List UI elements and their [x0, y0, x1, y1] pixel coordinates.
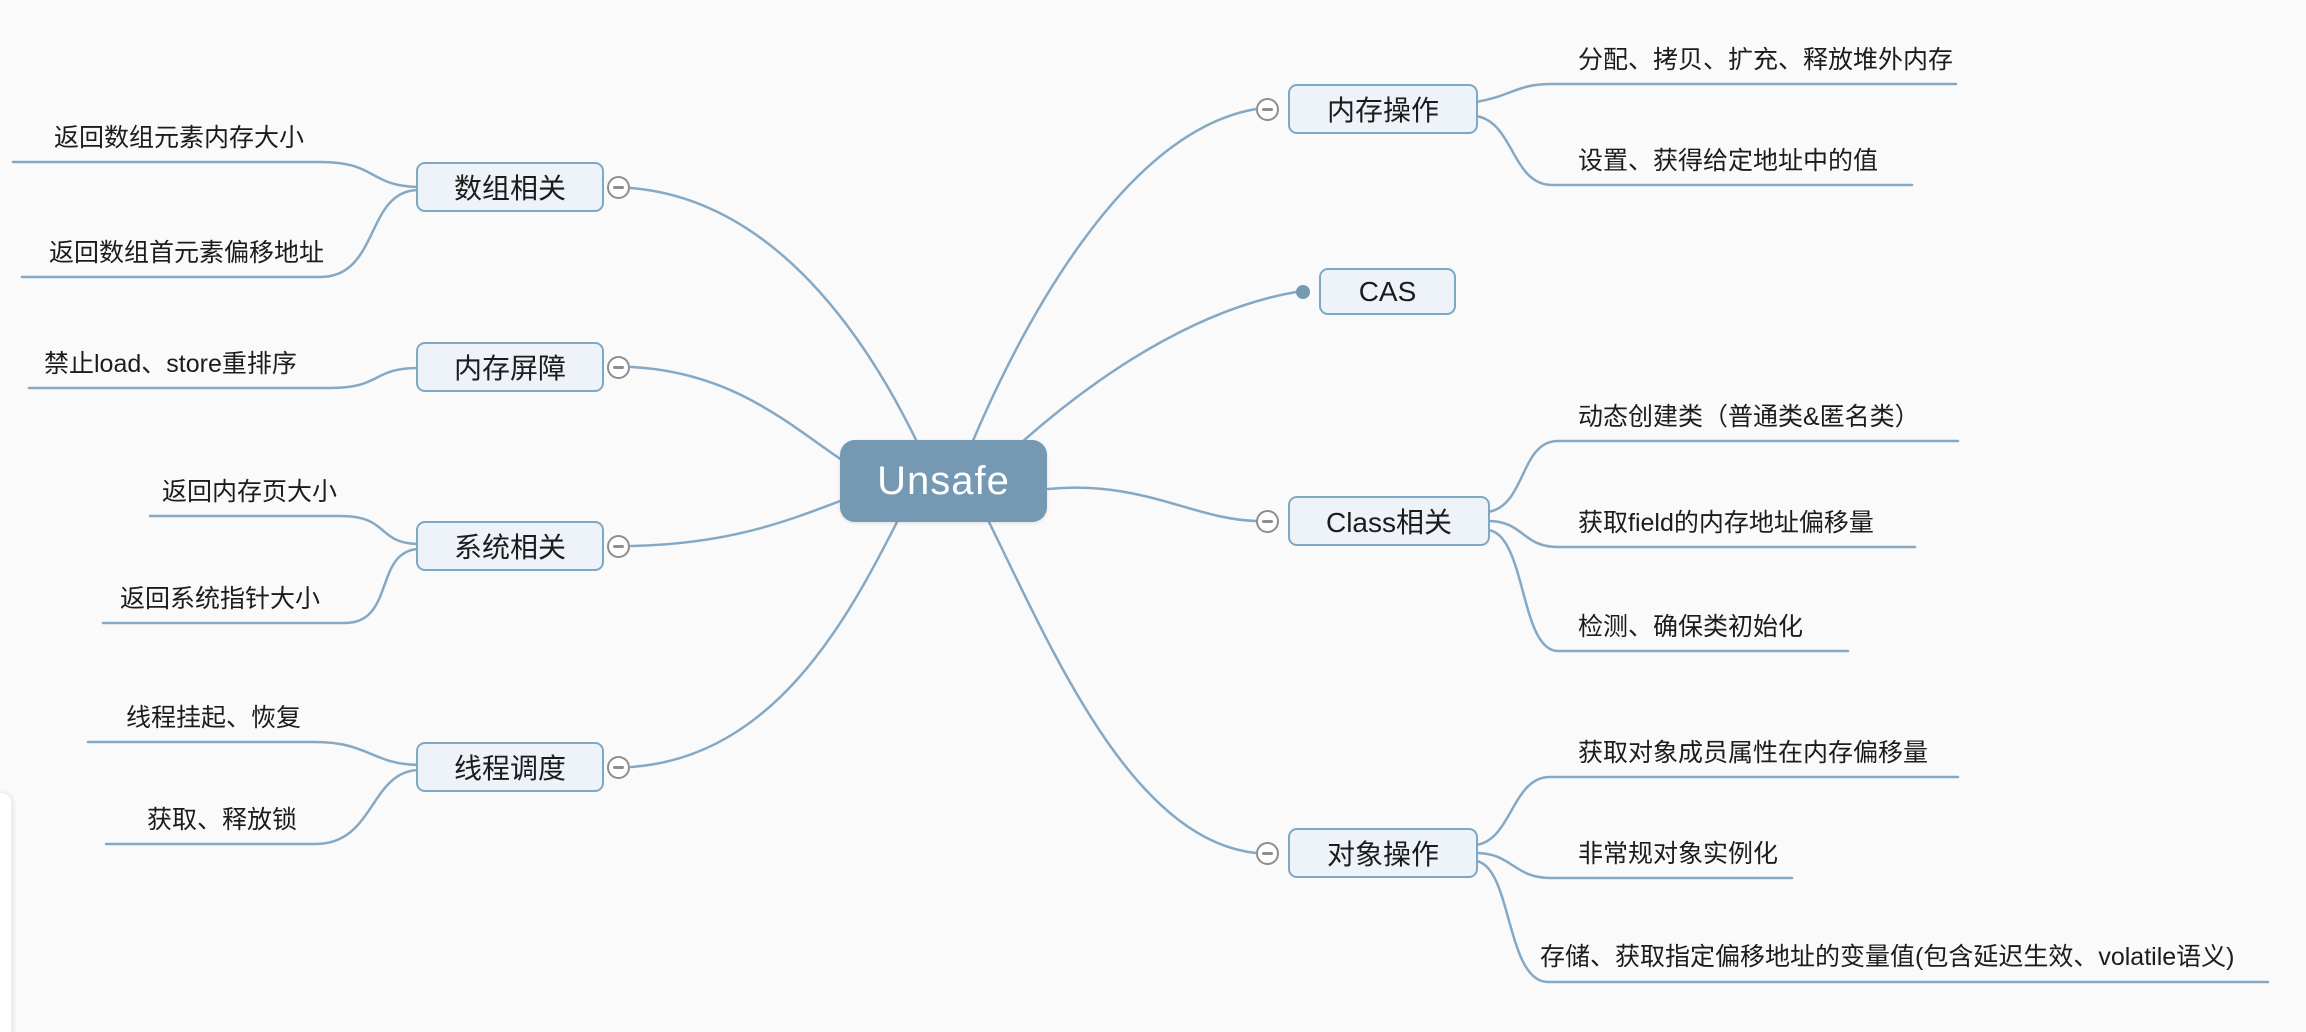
minus-bar — [1262, 852, 1273, 855]
leaf-line-memory-1 — [1474, 114, 1914, 187]
topic-array-related[interactable]: 数组相关 — [416, 162, 604, 212]
edge-panel — [0, 792, 12, 1032]
leaf-pointer-size[interactable]: 返回系统指针大小 — [120, 585, 321, 613]
minus-bar — [613, 545, 624, 548]
leaf-offheap-memory[interactable]: 分配、拷贝、扩充、释放堆外内存 — [1578, 46, 1954, 74]
minus-bar — [1262, 520, 1273, 523]
branch-curve-object — [986, 518, 1258, 855]
leaf-line-class-2 — [1486, 528, 1850, 653]
leaf-line-array-1 — [20, 188, 420, 279]
minus-bar — [613, 766, 624, 769]
leaf-array-elem-size[interactable]: 返回数组元素内存大小 — [54, 124, 305, 152]
topic-class-related[interactable]: Class相关 — [1288, 496, 1490, 546]
leaf-line-membar-0 — [27, 366, 420, 390]
leaf-array-base-offset[interactable]: 返回数组首元素偏移地址 — [49, 239, 325, 267]
leaf-ensure-class-init[interactable]: 检测、确保类初始化 — [1578, 613, 1804, 641]
leaf-line-object-0 — [1474, 775, 1960, 847]
topic-thread-scheduling[interactable]: 线程调度 — [416, 742, 604, 792]
collapse-minus-icon-membar[interactable] — [607, 356, 630, 379]
branch-curve-thread — [629, 518, 900, 769]
central-topic-unsafe[interactable]: Unsafe — [840, 440, 1047, 522]
topic-system-related[interactable]: 系统相关 — [416, 521, 604, 571]
leaf-get-put-address[interactable]: 设置、获得给定地址中的值 — [1578, 147, 1879, 175]
leaf-lock-unlock[interactable]: 获取、释放锁 — [147, 806, 298, 834]
topic-cas[interactable]: CAS — [1319, 268, 1456, 315]
leaf-line-system-0 — [148, 514, 420, 546]
leaf-line-memory-0 — [1474, 82, 1958, 104]
topic-memory-operations[interactable]: 内存操作 — [1288, 84, 1478, 134]
leaf-line-array-0 — [11, 160, 420, 189]
leaf-get-put-volatile[interactable]: 存储、获取指定偏移地址的变量值(包含延迟生效、volatile语义) — [1540, 943, 2235, 971]
leaf-line-system-1 — [101, 547, 420, 625]
topic-memory-barrier[interactable]: 内存屏障 — [416, 342, 604, 392]
leaf-define-class[interactable]: 动态创建类（普通类&匿名类） — [1578, 403, 1920, 431]
leaf-line-object-2 — [1474, 859, 2270, 984]
leaf-allocate-instance[interactable]: 非常规对象实例化 — [1578, 840, 1779, 868]
leaf-park-unpark[interactable]: 线程挂起、恢复 — [126, 704, 302, 732]
leaf-line-object-1 — [1474, 851, 1794, 880]
collapse-minus-icon-object[interactable] — [1256, 842, 1279, 865]
leaf-line-thread-0 — [86, 740, 420, 767]
topic-object-operations[interactable]: 对象操作 — [1288, 828, 1478, 878]
branch-curve-array — [629, 186, 921, 448]
branch-end-dot-icon — [1296, 285, 1310, 299]
branch-curve-class — [1046, 486, 1258, 523]
branch-curve-memory — [970, 107, 1258, 445]
leaf-page-size[interactable]: 返回内存页大小 — [162, 478, 338, 506]
branch-curve-system — [629, 496, 850, 548]
collapse-minus-icon-system[interactable] — [607, 535, 630, 558]
minus-bar — [613, 366, 624, 369]
minus-bar — [1262, 108, 1273, 111]
branch-curve-cas — [1020, 290, 1298, 444]
collapse-minus-icon-array[interactable] — [607, 176, 630, 199]
leaf-forbid-reorder[interactable]: 禁止load、store重排序 — [44, 350, 297, 378]
leaf-object-field-offset[interactable]: 获取对象成员属性在内存偏移量 — [1578, 739, 1929, 767]
collapse-minus-icon-memory[interactable] — [1256, 98, 1279, 121]
collapse-minus-icon-class[interactable] — [1256, 510, 1279, 533]
minus-bar — [613, 186, 624, 189]
leaf-field-offset[interactable]: 获取field的内存地址偏移量 — [1578, 509, 1874, 537]
leaf-line-class-0 — [1486, 439, 1960, 514]
leaf-line-thread-1 — [104, 768, 420, 846]
collapse-minus-icon-thread[interactable] — [607, 756, 630, 779]
leaf-line-class-1 — [1486, 519, 1917, 549]
branch-curve-membar — [629, 365, 850, 466]
